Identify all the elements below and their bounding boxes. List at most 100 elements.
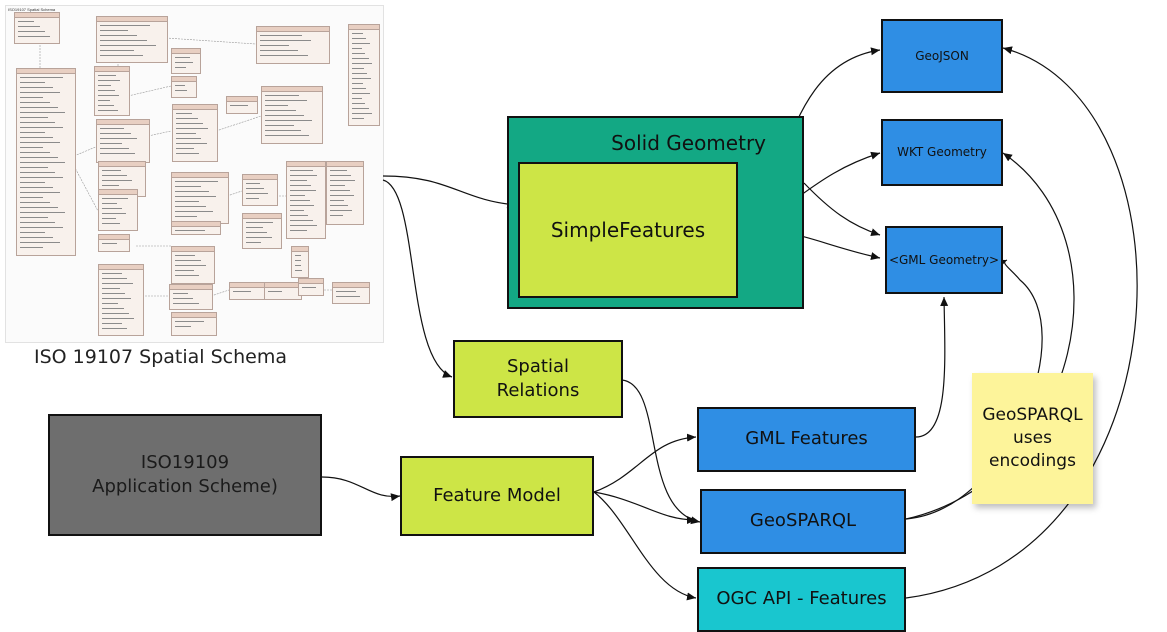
uml-class-box	[171, 312, 217, 336]
uml-attribute-line	[20, 147, 43, 148]
iso19107-schema-image: ISO19107 Spatial Schema	[5, 5, 384, 343]
uml-attribute-line	[330, 170, 347, 171]
uml-attribute-line	[352, 103, 366, 104]
uml-attribute-line	[102, 313, 129, 314]
uml-attribute-line	[18, 21, 35, 22]
uml-attribute-line	[102, 318, 135, 319]
uml-attribute-line	[18, 36, 51, 37]
uml-attribute-line	[100, 25, 150, 26]
uml-attribute-line	[175, 326, 192, 327]
uml-attribute-line	[352, 53, 366, 54]
uml-attribute-line	[20, 82, 45, 83]
uml-class-box	[172, 104, 218, 162]
uml-attribute-line	[100, 138, 138, 139]
uml-attribute-line	[290, 175, 317, 176]
uml-attribute-line	[20, 247, 43, 248]
uml-attribute-line	[175, 62, 193, 63]
uml-connector-line	[226, 190, 243, 197]
uml-attribute-line	[290, 220, 313, 221]
geosparql-box[interactable]: GeoSPARQL	[700, 489, 906, 554]
uml-attribute-line	[102, 288, 120, 289]
uml-attribute-line	[102, 293, 126, 294]
uml-attribute-line	[330, 205, 349, 206]
uml-attribute-line	[20, 172, 55, 173]
uml-attribute-line	[290, 190, 316, 191]
uml-attribute-line	[102, 243, 118, 244]
uml-attribute-line	[175, 201, 199, 202]
uml-attribute-line	[20, 207, 58, 208]
uml-attribute-line	[265, 100, 307, 101]
gml-geometry-box[interactable]: <GML Geometry>	[885, 226, 1003, 294]
uml-attribute-line	[20, 192, 60, 193]
uml-attribute-line	[290, 210, 304, 211]
uml-attribute-line	[330, 200, 344, 201]
uml-attribute-line	[268, 291, 282, 292]
uml-attribute-line	[18, 26, 40, 27]
uml-attribute-line	[352, 48, 362, 49]
uml-attribute-line	[102, 198, 128, 199]
uml-attribute-line	[330, 190, 350, 191]
uml-attribute-line	[175, 255, 196, 256]
geojson-box[interactable]: GeoJSON	[881, 19, 1003, 93]
uml-attribute-line	[352, 63, 372, 64]
uml-attribute-line	[20, 127, 63, 128]
uml-attribute-line	[352, 118, 365, 119]
uml-attribute-line	[352, 58, 369, 59]
uml-attribute-line	[20, 152, 50, 153]
arrow-gml-features-to-gml-geometry	[915, 296, 949, 438]
uml-attribute-line	[260, 35, 302, 36]
arrow-geosparql-to-wkt	[905, 152, 1075, 520]
uml-attribute-line	[265, 120, 312, 121]
uml-class-box	[171, 221, 221, 235]
uml-attribute-line	[295, 270, 303, 271]
uml-attribute-line	[102, 223, 120, 224]
uml-attribute-line	[290, 170, 313, 171]
ogc-api-features-label: OGC API - Features	[716, 588, 887, 610]
uml-class-box	[226, 96, 258, 114]
uml-connector-line	[73, 145, 99, 157]
uml-class-box	[348, 24, 380, 126]
uml-attribute-line	[260, 40, 312, 41]
simple-features-box[interactable]: SimpleFeatures	[518, 162, 738, 298]
uml-attribute-line	[20, 187, 53, 188]
uml-connector-line	[127, 85, 172, 97]
uml-attribute-line	[20, 217, 48, 218]
uml-attribute-line	[260, 45, 289, 46]
uml-attribute-line	[290, 230, 307, 231]
uml-attribute-line	[20, 157, 58, 158]
iso19109-box[interactable]: ISO19109 Application Scheme)	[48, 414, 322, 536]
uml-attribute-line	[20, 87, 53, 88]
arrow-sf-to-gml-geometry-b	[803, 182, 881, 236]
uml-attribute-line	[98, 75, 117, 76]
uml-attribute-line	[336, 296, 360, 297]
uml-attribute-line	[176, 123, 203, 124]
uml-attribute-line	[176, 133, 196, 134]
solid-geometry-label: Solid Geometry	[611, 131, 766, 155]
uml-attribute-line	[100, 55, 144, 56]
uml-attribute-line	[102, 185, 120, 186]
spatial-relations-box[interactable]: Spatial Relations	[453, 340, 623, 418]
feature-model-box[interactable]: Feature Model	[400, 456, 594, 536]
uml-attribute-line	[175, 270, 194, 271]
uml-class-box	[171, 172, 229, 224]
uml-attribute-line	[102, 213, 126, 214]
uml-attribute-line	[102, 278, 128, 279]
uml-attribute-line	[20, 97, 43, 98]
uml-attribute-line	[175, 216, 197, 217]
gml-features-box[interactable]: GML Features	[697, 407, 916, 472]
geosparql-note[interactable]: GeoSPARQL uses encodings	[972, 373, 1093, 504]
uml-connector-line	[210, 289, 230, 297]
uml-attribute-line	[20, 102, 50, 103]
wkt-geometry-box[interactable]: WKT Geometry	[881, 119, 1003, 186]
uml-attribute-line	[176, 148, 194, 149]
uml-attribute-line	[352, 83, 363, 84]
geosparql-note-label: GeoSPARQL uses encodings	[982, 405, 1083, 471]
uml-attribute-line	[100, 128, 125, 129]
uml-attribute-line	[290, 195, 305, 196]
uml-attribute-line	[100, 148, 129, 149]
ogc-api-features-box[interactable]: OGC API - Features	[697, 567, 906, 632]
uml-attribute-line	[20, 197, 43, 198]
uml-attribute-line	[352, 73, 368, 74]
uml-attribute-line	[260, 50, 299, 51]
